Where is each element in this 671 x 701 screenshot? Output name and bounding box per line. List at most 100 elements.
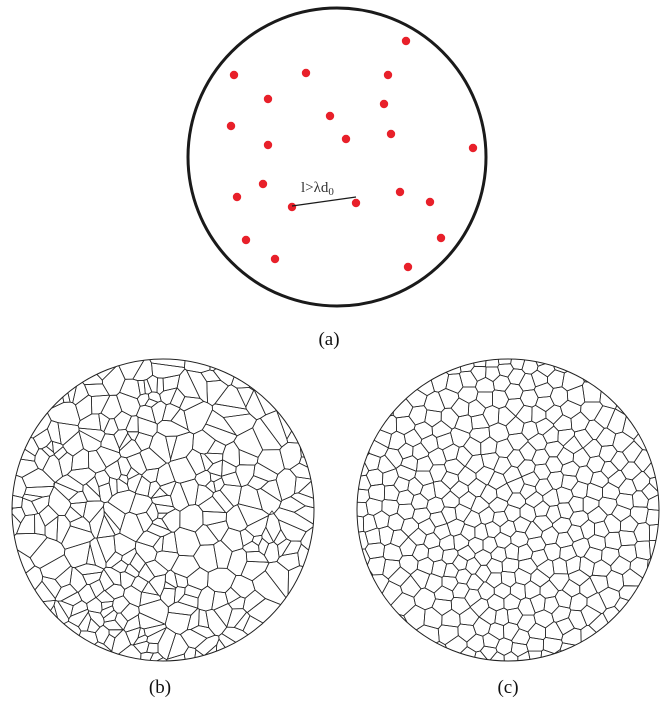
voronoi-cell: [472, 650, 490, 661]
voronoi-cell: [629, 506, 649, 525]
voronoi-cell: [278, 496, 307, 513]
voronoi-cell: [102, 501, 126, 532]
voronoi-cell: [89, 578, 105, 598]
voronoi-cell: [484, 520, 501, 539]
voronoi-cell: [82, 500, 105, 524]
voronoi-cell: [177, 593, 199, 609]
voronoi-cell: [70, 600, 89, 617]
voronoi-cell: [459, 606, 480, 626]
voronoi-cell: [566, 384, 586, 407]
voronoi-cell: [517, 597, 536, 616]
seed-point: [229, 70, 239, 80]
voronoi-cell: [424, 573, 443, 594]
voronoi-cell: [276, 552, 300, 572]
voronoi-cell: [400, 517, 419, 538]
voronoi-cell: [286, 384, 314, 444]
voronoi-cell: [235, 464, 256, 488]
voronoi-cell: [281, 540, 302, 557]
voronoi-cell: [506, 607, 524, 626]
voronoi-cell: [146, 374, 158, 393]
voronoi-cell: [517, 650, 532, 661]
voronoi-cell: [514, 567, 532, 586]
voronoi-cell: [504, 542, 520, 561]
voronoi-cell: [103, 510, 121, 536]
voronoi-cell: [599, 380, 626, 410]
voronoi-mesh-c: [357, 359, 659, 661]
voronoi-cell: [166, 632, 190, 660]
voronoi-cell: [185, 448, 206, 476]
voronoi-cell: [621, 440, 644, 463]
voronoi-cell: [622, 413, 645, 440]
voronoi-cell: [273, 528, 288, 546]
voronoi-cell: [454, 414, 473, 434]
voronoi-cell: [62, 430, 84, 457]
voronoi-cell: [465, 556, 482, 575]
voronoi-cell: [34, 448, 51, 471]
voronoi-cell: [443, 359, 462, 375]
voronoi-cell: [299, 431, 314, 460]
voronoi-cell: [58, 451, 74, 478]
voronoi-cell: [573, 428, 594, 449]
voronoi-cell: [176, 368, 201, 399]
voronoi-cell: [569, 510, 590, 528]
voronoi-cell: [440, 506, 457, 524]
voronoi-cell: [12, 379, 52, 439]
voronoi-cell: [120, 547, 137, 566]
voronoi-cell: [510, 642, 529, 658]
voronoi-cell: [457, 465, 477, 487]
seed-point: [226, 121, 236, 131]
voronoi-cell: [244, 514, 270, 537]
seed-point: [436, 233, 446, 243]
voronoi-cell: [236, 387, 255, 408]
voronoi-cell: [198, 608, 210, 629]
voronoi-cell: [499, 519, 517, 538]
caption-b: (b): [149, 677, 171, 698]
panel-b: (b): [11, 358, 315, 698]
voronoi-cell: [551, 605, 572, 623]
voronoi-cell: [120, 602, 140, 622]
voronoi-cell: [507, 368, 526, 386]
voronoi-cell: [147, 652, 164, 661]
voronoi-cell: [495, 438, 515, 459]
voronoi-cell: [553, 414, 573, 432]
voronoi-cell: [165, 435, 178, 460]
voronoi-cell: [293, 505, 314, 526]
seed-point: [301, 68, 311, 78]
voronoi-cell: [239, 528, 255, 547]
voronoi-cell: [505, 415, 525, 436]
voronoi-cell: [31, 495, 51, 514]
voronoi-cell: [628, 637, 659, 661]
voronoi-cell: [497, 363, 515, 378]
voronoi-cell: [297, 478, 314, 501]
voronoi-cell: [503, 651, 519, 661]
voronoi-cell: [155, 462, 176, 487]
voronoi-cell: [588, 612, 613, 641]
seed-point: [351, 198, 361, 208]
voronoi-cell: [70, 448, 90, 471]
voronoi-cell: [214, 384, 247, 410]
voronoi-cell: [134, 475, 151, 497]
voronoi-cell: [441, 490, 460, 509]
voronoi-cell: [357, 459, 370, 478]
voronoi-cell: [533, 609, 555, 629]
voronoi-cell: [260, 479, 283, 503]
voronoi-cell: [411, 543, 430, 562]
voronoi-cell: [225, 504, 248, 532]
voronoi-cell: [150, 494, 174, 508]
voronoi-cell: [486, 593, 505, 612]
caption-c: (c): [497, 677, 518, 698]
voronoi-cell: [433, 585, 455, 602]
voronoi-cell: [446, 518, 466, 537]
voronoi-cell: [431, 598, 453, 616]
seed-point: [232, 192, 242, 202]
voronoi-cell: [598, 444, 618, 463]
voronoi-cell: [629, 359, 659, 385]
voronoi-cell: [377, 454, 397, 474]
voronoi-cell: [555, 617, 575, 636]
voronoi-cell: [69, 566, 88, 593]
voronoi-cell: [455, 445, 474, 467]
voronoi-cell: [104, 459, 122, 480]
voronoi-cell: [570, 480, 589, 499]
voronoi-cell: [473, 549, 493, 566]
voronoi-cell: [202, 510, 227, 526]
